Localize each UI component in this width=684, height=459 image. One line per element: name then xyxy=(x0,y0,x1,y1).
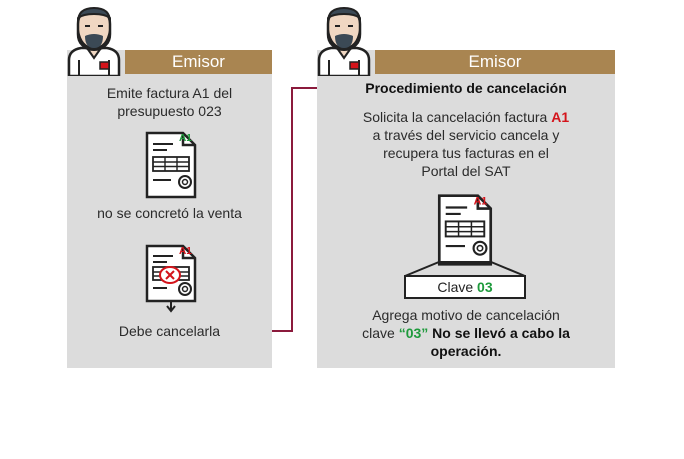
left-bottom-text: Debe cancelarla xyxy=(118,323,221,339)
desc-highlight: A1 xyxy=(551,109,570,125)
left-line2: presupuesto 023 xyxy=(117,103,222,119)
right-panel-header: Emisor xyxy=(375,50,615,74)
left-panel: Emisor Emite factura A1 del presupuesto … xyxy=(67,50,272,368)
desc-line4: Portal del SAT xyxy=(421,163,511,179)
procedure-title: Procedimiento de cancelación xyxy=(365,80,567,96)
clave-value: 03 xyxy=(477,279,493,295)
clave-box: Clave 03 xyxy=(404,261,526,299)
person-icon xyxy=(67,6,121,76)
desc-part1: Solicita la cancelación factura xyxy=(362,109,552,125)
motivo-line1: Agrega motivo de cancelación xyxy=(372,307,560,323)
motivo-bold1: No se llevó a cabo la xyxy=(428,325,570,341)
clave-label: Clave xyxy=(437,279,477,295)
svg-text:Clave 03: Clave 03 xyxy=(437,279,492,295)
left-panel-header: Emisor xyxy=(125,50,272,74)
motivo-code: “03” xyxy=(398,325,429,341)
right-panel: Emisor Procedimiento de cancelación Soli… xyxy=(317,50,615,368)
doc1-label: A1 xyxy=(179,133,192,144)
invoice-icon: A1 xyxy=(145,131,197,199)
motivo-line2: clave “03” No se llevó a cabo la xyxy=(317,324,615,342)
desc-line2: a través del servicio cancela y xyxy=(372,127,560,143)
desc-line1: Solicita la cancelación factura A1 xyxy=(317,108,615,126)
left-line1: Emite factura A1 del xyxy=(106,85,233,101)
right-doc-label: A1 xyxy=(474,195,488,207)
left-mid-text: no se concretó la venta xyxy=(97,205,242,221)
motivo-line3: operación. xyxy=(430,343,502,359)
desc-line3: recupera tus facturas en el xyxy=(383,145,549,161)
person-icon xyxy=(317,6,371,76)
motivo-prefix: clave xyxy=(362,325,399,341)
cancel-invoice-icon: A1 xyxy=(145,244,197,313)
invoice-icon: A1 xyxy=(437,194,493,266)
doc2-label: A1 xyxy=(179,246,192,257)
